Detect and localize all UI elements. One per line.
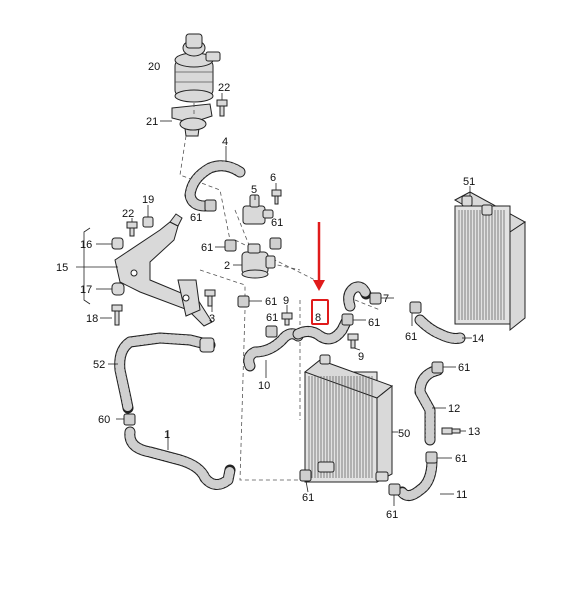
bolt-3 (204, 289, 216, 307)
label-clamp-61-h: 61 (302, 492, 314, 504)
clamp-61-d (237, 295, 250, 308)
label-part-12: 12 (448, 403, 460, 415)
clamp-61-j (431, 361, 444, 374)
highlight-arrow (311, 222, 329, 325)
label-part-14: 14 (472, 333, 484, 345)
label-clamp-61-b: 61 (271, 217, 283, 229)
bolt-9-right (347, 333, 359, 349)
clamp-61-c (224, 239, 237, 252)
label-clamp-61-f: 61 (386, 509, 398, 521)
label-part-20: 20 (148, 61, 160, 73)
nut-16 (111, 237, 124, 250)
pump-20 (174, 33, 221, 103)
radiator-50 (303, 354, 394, 483)
label-part-1: 1 (164, 429, 170, 441)
clamp-61-b (269, 237, 282, 250)
label-part-60: 60 (98, 414, 110, 426)
label-clamp-61-i: 61 (405, 331, 417, 343)
bolt-6 (271, 189, 282, 205)
label-clamp-61-d: 61 (265, 296, 277, 308)
clamp-61-a (204, 199, 217, 212)
label-clamp-61-g: 61 (368, 317, 380, 329)
bolt-9-left (281, 312, 293, 326)
clamp-61-i (409, 301, 422, 314)
label-part-13: 13 (468, 426, 480, 438)
label-part-3: 3 (209, 313, 215, 325)
bolt-22-lower (126, 221, 138, 237)
clamp-61-k (425, 451, 438, 464)
clamp-61-f (369, 292, 382, 305)
label-part-9-right: 9 (358, 351, 364, 363)
label-part-8: 8 (315, 312, 321, 324)
label-part-5: 5 (251, 184, 257, 196)
radiator-51 (453, 191, 526, 332)
label-clamp-61-j: 61 (458, 362, 470, 374)
label-part-11: 11 (456, 489, 467, 501)
label-part-52: 52 (93, 359, 105, 371)
label-part-19: 19 (142, 194, 154, 206)
label-part-51: 51 (463, 176, 475, 188)
label-part-4: 4 (222, 136, 228, 148)
label-part-7: 7 (383, 293, 389, 305)
label-part-9-left: 9 (283, 295, 289, 307)
bracket-21 (171, 103, 213, 137)
valve-5 (242, 194, 274, 225)
label-part-16: 16 (80, 239, 92, 251)
label-clamp-61-k: 61 (455, 453, 467, 465)
bolt-18 (111, 304, 123, 326)
label-part-21: 21 (146, 116, 158, 128)
bolt-13 (441, 427, 461, 435)
label-part-22-lower: 22 (122, 208, 134, 220)
label-part-2: 2 (224, 260, 230, 272)
bracket-15 (114, 213, 213, 327)
clamp-61-e (265, 325, 278, 338)
label-part-17: 17 (80, 284, 92, 296)
label-part-6: 6 (270, 172, 276, 184)
label-part-10: 10 (258, 380, 270, 392)
label-part-22-upper: 22 (218, 82, 230, 94)
label-part-50: 50 (398, 428, 410, 440)
clamp-61-g (341, 313, 354, 326)
bushing-17 (111, 282, 125, 296)
label-part-18: 18 (86, 313, 98, 325)
pump-2 (241, 243, 276, 279)
label-clamp-61-a: 61 (190, 212, 202, 224)
label-part-15: 15 (56, 262, 68, 274)
clamp-61-h (299, 469, 312, 482)
label-clamp-61-c: 61 (201, 242, 213, 254)
label-clamp-61-e: 61 (266, 312, 278, 324)
clamp-60 (123, 413, 136, 426)
nut-19 (142, 216, 154, 228)
bolt-22-upper (216, 99, 228, 117)
